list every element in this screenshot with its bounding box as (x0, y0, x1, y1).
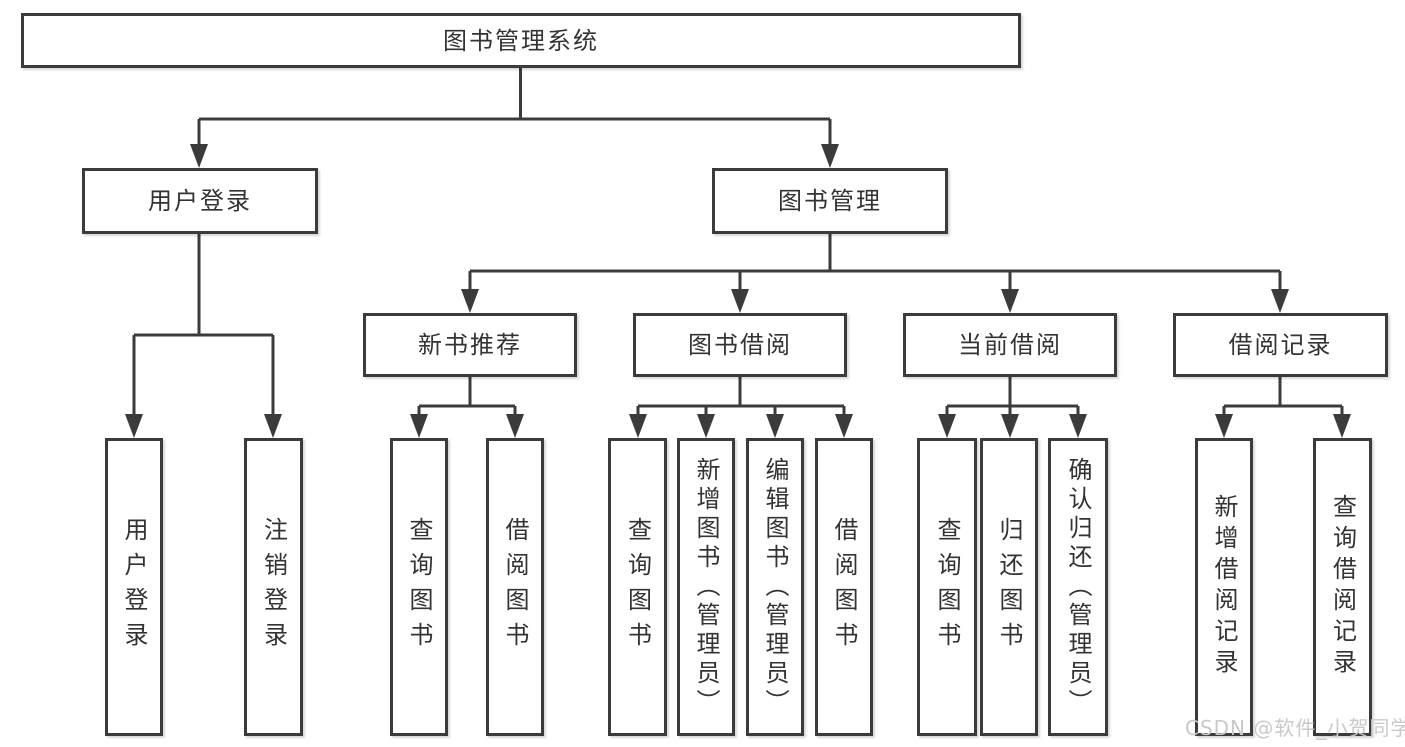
node-label: 用户登录 (120, 517, 148, 657)
node-book-borrow: 图书借阅 (633, 313, 847, 377)
node-label: 确认归还（管理员） (1064, 456, 1092, 718)
edges-new-book-recommend (417, 377, 517, 420)
node-label: 图书管理 (778, 187, 882, 215)
node-label: 查询图书 (405, 517, 433, 657)
leaf-add-books-admin: 新增图书（管理员） (677, 438, 735, 736)
node-label: 借阅记录 (1228, 331, 1333, 359)
csdn-watermark: CSDN @软件_小贺同学 (1185, 716, 1405, 740)
edges-current-borrow (945, 377, 1080, 420)
edges-book-borrow (636, 377, 846, 420)
edges-user-login (132, 234, 275, 420)
leaf-borrow-books-borrow: 借阅图书 (815, 438, 873, 736)
leaf-add-borrow-record: 新增借阅记录 (1195, 438, 1253, 736)
leaf-borrow-books-recommend: 借阅图书 (486, 438, 544, 736)
node-label: 查询图书 (933, 517, 961, 657)
node-label: 用户登录 (148, 187, 252, 215)
node-label: 新增借阅记录 (1210, 494, 1238, 680)
node-label: 当前借阅 (958, 331, 1062, 359)
node-current-borrow: 当前借阅 (903, 313, 1117, 377)
leaf-return-books: 归还图书 (980, 438, 1038, 736)
node-label: 归还图书 (995, 517, 1023, 657)
node-label: 查询图书 (623, 517, 652, 657)
node-label: 图书借阅 (688, 331, 792, 359)
node-label: 注销登录 (259, 517, 288, 657)
leaf-query-books-recommend: 查询图书 (390, 438, 448, 736)
leaf-user-login: 用户登录 (105, 438, 163, 736)
leaf-query-books-current: 查询图书 (917, 438, 977, 736)
node-library-management-system: 图书管理系统 (21, 13, 1021, 68)
node-label: 借阅图书 (830, 517, 858, 657)
node-label: 借阅图书 (501, 517, 529, 657)
edges-root (197, 67, 832, 150)
node-label: 编辑图书（管理员） (761, 456, 789, 718)
node-label: 图书管理系统 (443, 26, 599, 55)
leaf-edit-books-admin: 编辑图书（管理员） (746, 438, 804, 736)
leaf-query-borrow-record: 查询借阅记录 (1313, 438, 1372, 736)
edges-book-management (468, 234, 1282, 295)
leaf-query-books-borrow: 查询图书 (608, 438, 667, 736)
edges-borrow-records (1222, 377, 1344, 420)
node-label: 查询借阅记录 (1328, 494, 1357, 680)
node-borrow-records: 借阅记录 (1173, 313, 1388, 377)
leaf-confirm-return-admin: 确认归还（管理员） (1048, 438, 1108, 736)
node-label: 新增图书（管理员） (692, 456, 720, 718)
leaf-logout-login: 注销登录 (244, 438, 303, 736)
node-user-login-group: 用户登录 (82, 168, 318, 234)
node-new-book-recommend: 新书推荐 (363, 313, 577, 377)
node-label: 新书推荐 (418, 331, 522, 359)
node-book-management: 图书管理 (712, 168, 948, 234)
